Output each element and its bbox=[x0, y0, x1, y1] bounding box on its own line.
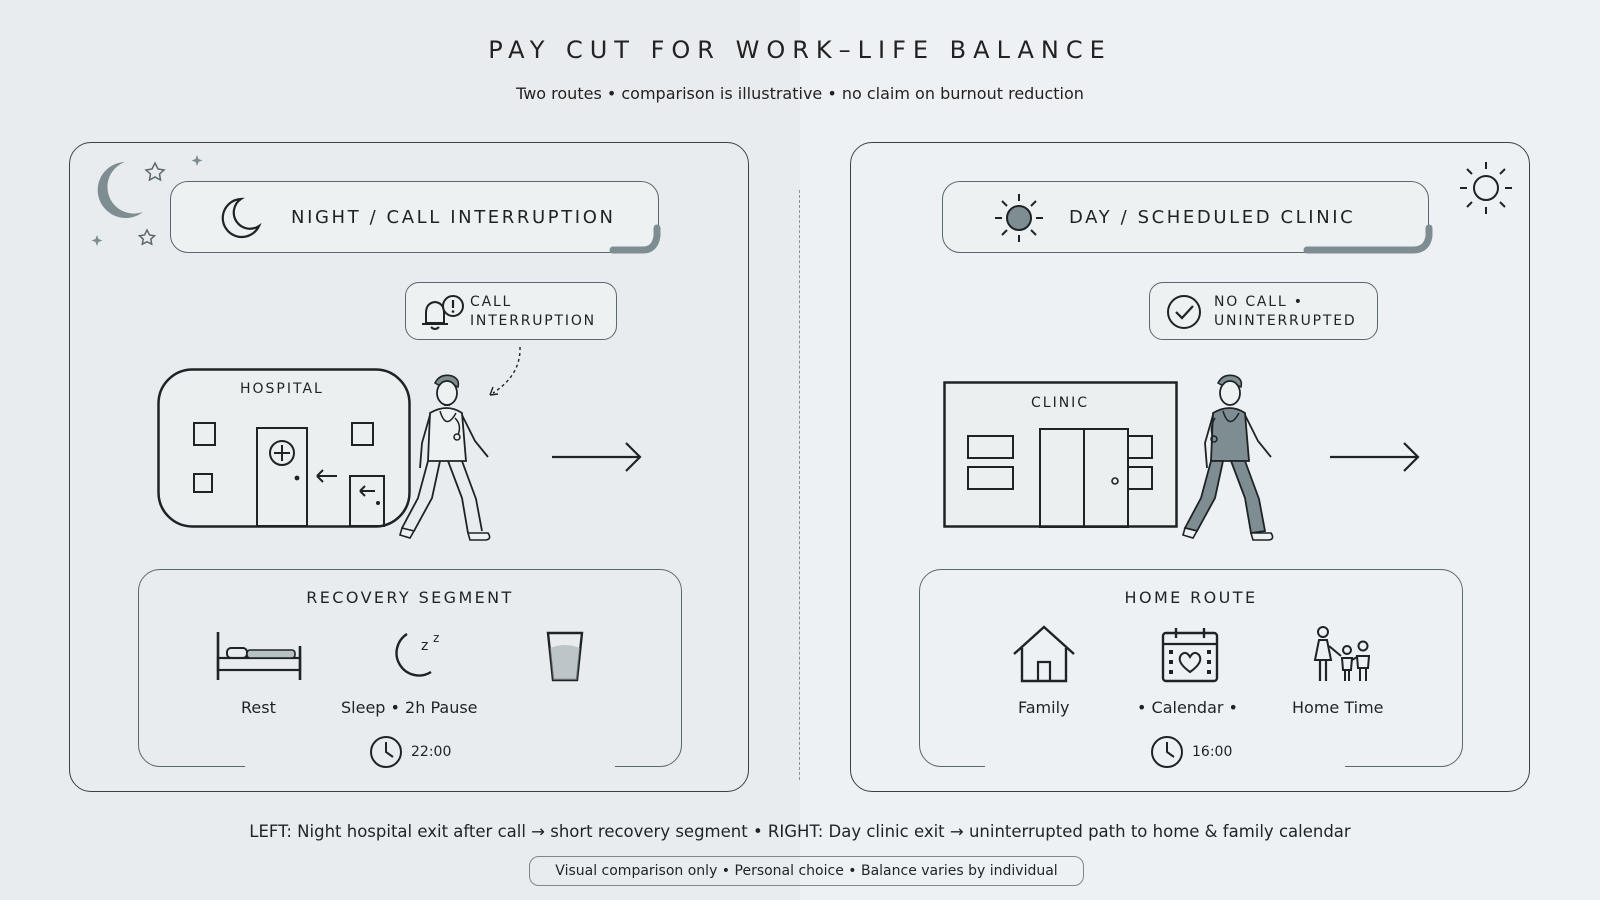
day-header-pill: DAY / SCHEDULED CLINIC bbox=[942, 181, 1433, 254]
clinic-label: CLINIC bbox=[1031, 395, 1090, 411]
night-header-label: NIGHT / CALL INTERRUPTION bbox=[291, 207, 616, 228]
family-caption: Family bbox=[1018, 698, 1070, 717]
bed-icon bbox=[216, 632, 302, 680]
sleep-moon-icon: z z bbox=[395, 631, 439, 677]
sleep-caption: Sleep • 2h Pause bbox=[341, 698, 478, 717]
doctor-walking-filled bbox=[1182, 374, 1274, 541]
calendar-heart-icon bbox=[1161, 628, 1219, 683]
center-divider bbox=[799, 190, 800, 780]
no-call-badge: NO CALL • UNINTERRUPTED bbox=[1149, 282, 1378, 340]
day-time: 16:00 bbox=[1192, 744, 1233, 760]
home-time-caption: Home Time bbox=[1292, 698, 1384, 717]
right-panel bbox=[850, 142, 1530, 792]
day-header-label: DAY / SCHEDULED CLINIC bbox=[1069, 207, 1356, 228]
home-route-title: HOME ROUTE bbox=[1124, 588, 1258, 607]
box-gap bbox=[245, 764, 615, 770]
check-circle-icon bbox=[1167, 295, 1201, 329]
no-call-line2: UNINTERRUPTED bbox=[1214, 313, 1357, 329]
page-title: PAY CUT FOR WORK–LIFE BALANCE bbox=[488, 36, 1112, 64]
parent-child-icon bbox=[1313, 626, 1371, 681]
crescent-moon-icon bbox=[221, 197, 262, 239]
sun-outline-icon bbox=[1460, 162, 1512, 214]
call-interruption-badge: CALL INTERRUPTION bbox=[405, 282, 617, 340]
clinic-building bbox=[943, 381, 1178, 528]
moon-stars-icon bbox=[91, 155, 203, 246]
hospital-label: HOSPITAL bbox=[240, 381, 324, 397]
call-badge-line2: INTERRUPTION bbox=[470, 313, 596, 329]
svg-text:z: z bbox=[433, 631, 439, 645]
calendar-caption: • Calendar • bbox=[1137, 698, 1238, 717]
water-glass-icon bbox=[546, 631, 584, 682]
doctor-walking-outline bbox=[399, 374, 491, 541]
left-panel bbox=[69, 142, 749, 792]
dashed-curve-arrow bbox=[489, 346, 521, 396]
right-route-arrow bbox=[1330, 442, 1420, 472]
page-subtitle: Two routes • comparison is illustrative … bbox=[516, 84, 1084, 103]
clock-icon bbox=[1151, 736, 1183, 768]
sun-filled-icon bbox=[995, 194, 1043, 242]
left-route-arrow bbox=[552, 442, 642, 472]
house-icon bbox=[1013, 625, 1075, 683]
no-call-line1: NO CALL • bbox=[1214, 294, 1304, 310]
night-header-pill: NIGHT / CALL INTERRUPTION bbox=[170, 181, 661, 254]
footer-caption: LEFT: Night hospital exit after call → s… bbox=[249, 822, 1351, 841]
recovery-segment-title: RECOVERY SEGMENT bbox=[306, 588, 514, 607]
rest-caption: Rest bbox=[241, 698, 276, 717]
call-badge-line1: CALL bbox=[470, 294, 513, 310]
bell-alert-icon bbox=[422, 295, 464, 330]
clock-icon bbox=[370, 736, 402, 768]
svg-text:z: z bbox=[421, 638, 428, 654]
hospital-building bbox=[157, 368, 411, 528]
night-time: 22:00 bbox=[411, 744, 452, 760]
footer-note: Visual comparison only • Personal choice… bbox=[529, 856, 1084, 886]
pill-accent bbox=[609, 224, 661, 254]
pill-accent bbox=[1303, 224, 1433, 254]
